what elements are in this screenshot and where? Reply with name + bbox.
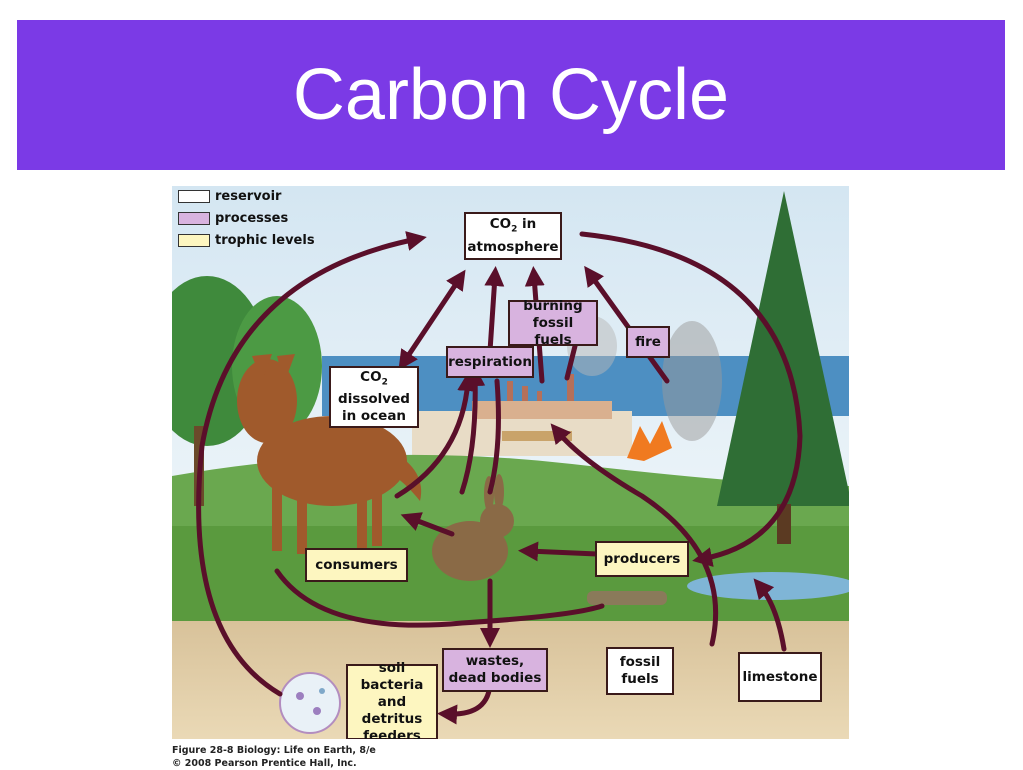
microbe-circle [279,672,341,734]
arrow-atmosphere-ocean [398,269,466,371]
arrow-atmosphere-to-producers [579,231,803,567]
legend-swatch [178,190,210,203]
burning-fossil-fuels-box: burning fossil fuels [508,298,598,348]
figure-illustration [172,186,849,739]
carbon-cycle-figure: reservoir processes trophic levels CO2 i… [172,186,849,739]
figure-caption: Figure 28-8 Biology: Life on Earth, 8/e … [172,744,376,770]
arrow-soil-to-atmosphere [196,231,427,697]
co2-atmosphere-box: CO2 in atmosphere [464,212,562,260]
legend-label: reservoir [215,189,282,204]
coyote [237,354,422,554]
legend-swatch [178,212,210,225]
arrow-producers-rabbit [518,541,600,562]
consumers-box: consumers [305,548,408,582]
arrow-rabbit-coyote [400,512,455,537]
cycle-arrows [196,231,803,725]
arrow-respiration-rabbit [459,366,486,495]
fossil-fuels-box: fossil fuels [606,647,674,695]
legend-label: processes [215,211,289,226]
right-tree [717,191,849,506]
fire [627,421,672,461]
respiration-box: respiration [446,346,534,378]
co2-atmosphere-line2: atmosphere [467,238,559,255]
factory [472,374,612,441]
legend-swatch [178,234,210,247]
wastes-dead-bodies-box: wastes, dead bodies [442,648,548,692]
co2-ocean-line2: in ocean [341,408,407,425]
producers-box: producers [595,541,689,577]
smoke [662,321,722,441]
legend-processes: processes [178,211,288,226]
limestone-box: limestone [738,652,822,702]
co2-atmosphere-line1: CO2 in [489,216,537,235]
slide-title: Carbon Cycle [292,55,730,135]
arrow-fossil-to-factory [550,423,719,647]
legend-reservoir: reservoir [178,189,281,204]
arrow-consumers-wastes [274,568,605,628]
co2-ocean-line1: CO2 dissolved [338,368,410,408]
soil-bacteria-box: soil bacteria and detritus feeders [346,660,438,739]
legend-trophic-levels: trophic levels [178,233,315,248]
legend-label: trophic levels [215,233,315,248]
arrow-respiration-producers [487,378,501,495]
title-bar: Carbon Cycle [17,20,1005,170]
arrow-respiration-coyote [394,371,478,499]
log [587,591,667,605]
caption-line1: Figure 28-8 Biology: Life on Earth, 8/e [172,745,376,756]
fire-box: fire [626,326,670,358]
co2-ocean-box: CO2 dissolved in ocean [329,366,419,428]
caption-line2: © 2008 Pearson Prentice Hall, Inc. [172,758,357,769]
arrow-limestone-to-pond [753,578,787,652]
arrow-respiration-up [484,266,505,354]
